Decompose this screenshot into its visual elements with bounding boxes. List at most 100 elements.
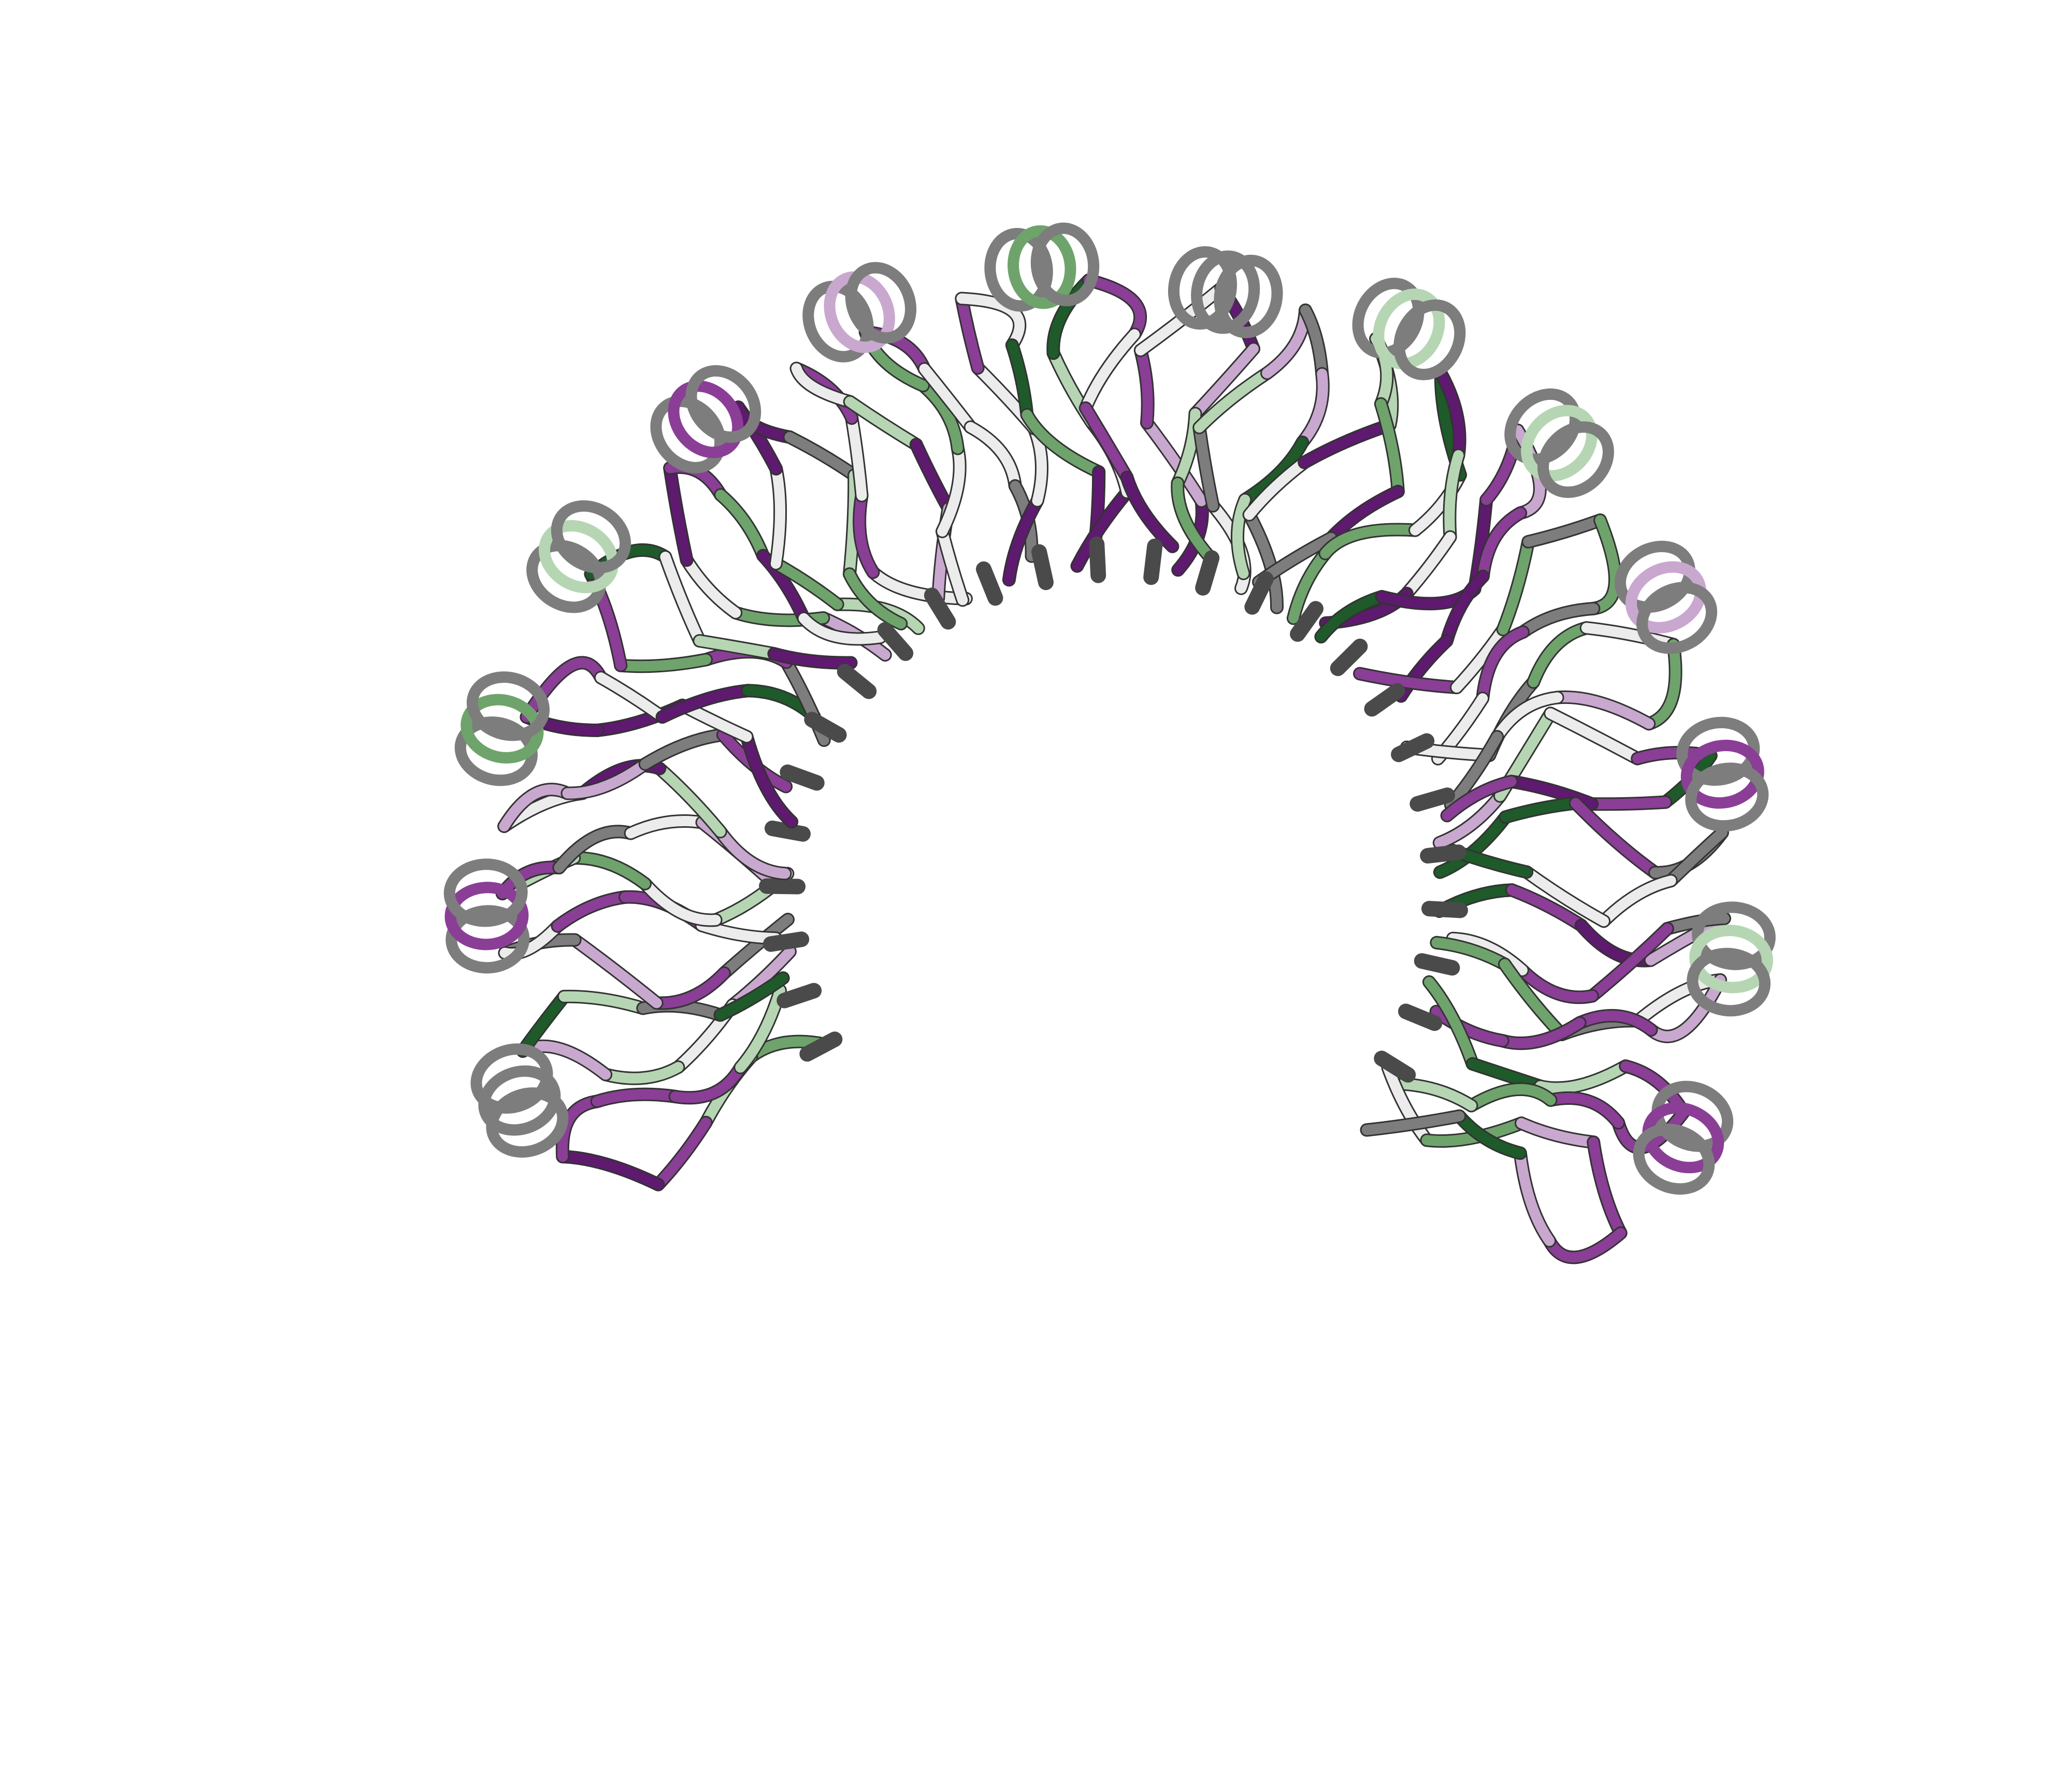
ribbon-segment [694,636,780,659]
ribbon-segment [854,490,879,578]
ribbon-segment [1570,798,1661,878]
ribbon-segment [1552,692,1654,729]
strand-tick [1414,953,1460,976]
helix-coil [486,1087,569,1158]
ribbon-segment [1477,627,1529,704]
ribbon-segment [1240,437,1308,505]
ribbon-segment [1080,402,1132,483]
ribbon-segment [600,1062,684,1084]
helix-coil [1214,254,1283,338]
ribbon-segment [846,413,867,501]
ribbon-segment [1587,923,1673,1001]
helix-coil [1689,925,1773,994]
ribbon-segment [1644,639,1681,729]
ribbon-segment [1431,1006,1508,1046]
strand-tick [1364,683,1405,717]
strand-tick [1089,536,1106,583]
ribbon-segment [844,569,906,629]
helix-coil [1168,246,1238,330]
helix-coil [1687,947,1771,1017]
ribbon-segment [1431,937,1510,970]
ribbon-segment [670,1062,746,1103]
helix-coil [1373,289,1445,370]
ribbon-segment [1080,329,1140,413]
ribbon-segment [868,567,971,604]
ribbon-segment [1516,1118,1599,1147]
ribbon-segment [718,914,793,978]
ribbon-segment [1517,965,1598,1003]
ribbon-segment [1523,515,1606,547]
strand-tick [765,821,811,842]
ribbon-segment [557,1151,664,1190]
ribbon-segment [1172,408,1201,488]
helix-coil [1614,540,1695,613]
ribbon-segment [1545,708,1643,764]
ribbon-segment [1083,275,1145,340]
ribbon-segment [1515,1148,1555,1246]
ribbon-segment [1466,1084,1556,1111]
strand-tick [837,664,877,699]
ribbon-segment [1021,409,1104,478]
ribbon-segment [595,672,668,723]
ribbon-segment [735,985,785,1073]
ribbon-segment [1121,472,1178,552]
helix-coil [1352,278,1424,359]
ribbon-segment [654,763,726,837]
ribbon-segment [1072,487,1132,571]
ribbon-segment [592,1089,681,1107]
ribbon-segment [1288,548,1331,624]
ribbon-segment [918,380,963,454]
ribbon-segment [1006,340,1032,420]
ribbon-segment [554,826,636,873]
ribbon-segment [1297,368,1328,448]
ribbon-segment [1535,1061,1631,1093]
ribbon-segment [1375,398,1403,497]
ribbon-segment [770,464,786,569]
strand-tick [759,878,806,895]
ribbon-segment [681,555,741,618]
ribbon-segment [1477,508,1526,582]
ribbon-segment [965,422,1020,492]
ribbon-segment [640,729,728,769]
helix-coil [1685,762,1769,832]
helix-coil [845,262,917,344]
ribbon-segment [552,891,630,931]
helix-coil [1680,739,1764,809]
ribbon-segment [499,920,563,959]
helix-coil [1504,388,1581,465]
ribbon-segment [758,550,809,624]
strand-tick [1391,733,1435,762]
ribbon-segment [1361,1111,1465,1135]
helix-coil [551,500,631,573]
helix-coil [1676,716,1760,786]
ribbon-segment [1445,731,1503,810]
ribbon-segment [625,815,708,839]
ribbon-segment [956,293,1025,351]
ribbon-segment [1172,478,1217,565]
ribbon-segment [911,439,954,514]
ribbon-segment [844,396,922,450]
strand-tick [1330,638,1368,677]
ribbon-segment [1444,450,1464,542]
ribbon-segment [1646,974,1725,1042]
ribbon-segment [937,443,965,537]
helix-coil [1191,250,1260,334]
ribbon-segment [1665,827,1728,886]
ribbon-segment [1574,1010,1657,1035]
ribbon-segment [715,973,788,1020]
ribbon-segment [919,364,976,433]
ribbon-segment [1395,636,1452,701]
helix-coil [1030,222,1100,307]
ribbon-segment [715,826,790,879]
helix-coil [1651,1081,1734,1152]
strand-tick [1398,1003,1443,1031]
helix-coil [1636,582,1718,654]
ribbon-segment [1492,692,1563,742]
ribbon-segment [741,731,797,827]
ribbon-segment [651,968,729,1009]
helix-coil [802,280,874,363]
ribbon-segment [1194,368,1272,433]
ribbon-segment [1497,1017,1585,1048]
ribbon-segment [1142,418,1207,507]
